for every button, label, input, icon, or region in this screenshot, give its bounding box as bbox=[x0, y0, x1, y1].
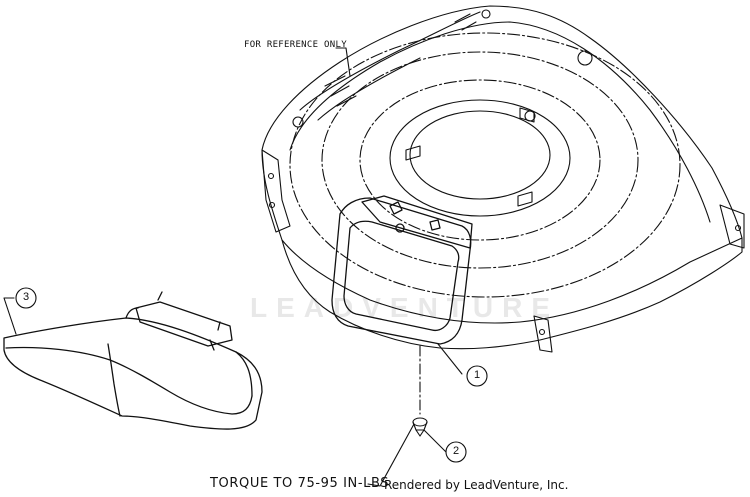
callout-3-number: 3 bbox=[22, 291, 30, 303]
reference-leader bbox=[335, 47, 351, 77]
callout-1-leader bbox=[437, 343, 463, 375]
side-discharge-chute bbox=[3, 291, 263, 430]
reference-note: FOR REFERENCE ONLY bbox=[244, 40, 347, 50]
callout-1-circle bbox=[466, 365, 488, 387]
torque-leader bbox=[367, 423, 415, 487]
render-credit: Rendered by LeadVenture, Inc. bbox=[384, 478, 569, 492]
mower-deck bbox=[261, 5, 745, 353]
deflector-bracket bbox=[331, 195, 473, 345]
screw bbox=[412, 417, 428, 437]
callout-2-number: 2 bbox=[452, 445, 460, 457]
callout-1-number: 1 bbox=[473, 369, 481, 381]
callout-3-leader bbox=[3, 297, 17, 335]
callout-3-circle bbox=[15, 287, 37, 309]
callout-2-circle bbox=[445, 441, 467, 463]
torque-note: TORQUE TO 75-95 IN-LBS bbox=[210, 476, 390, 491]
watermark: LEADVENTURE bbox=[250, 292, 560, 323]
callout-2-leader bbox=[423, 429, 447, 453]
